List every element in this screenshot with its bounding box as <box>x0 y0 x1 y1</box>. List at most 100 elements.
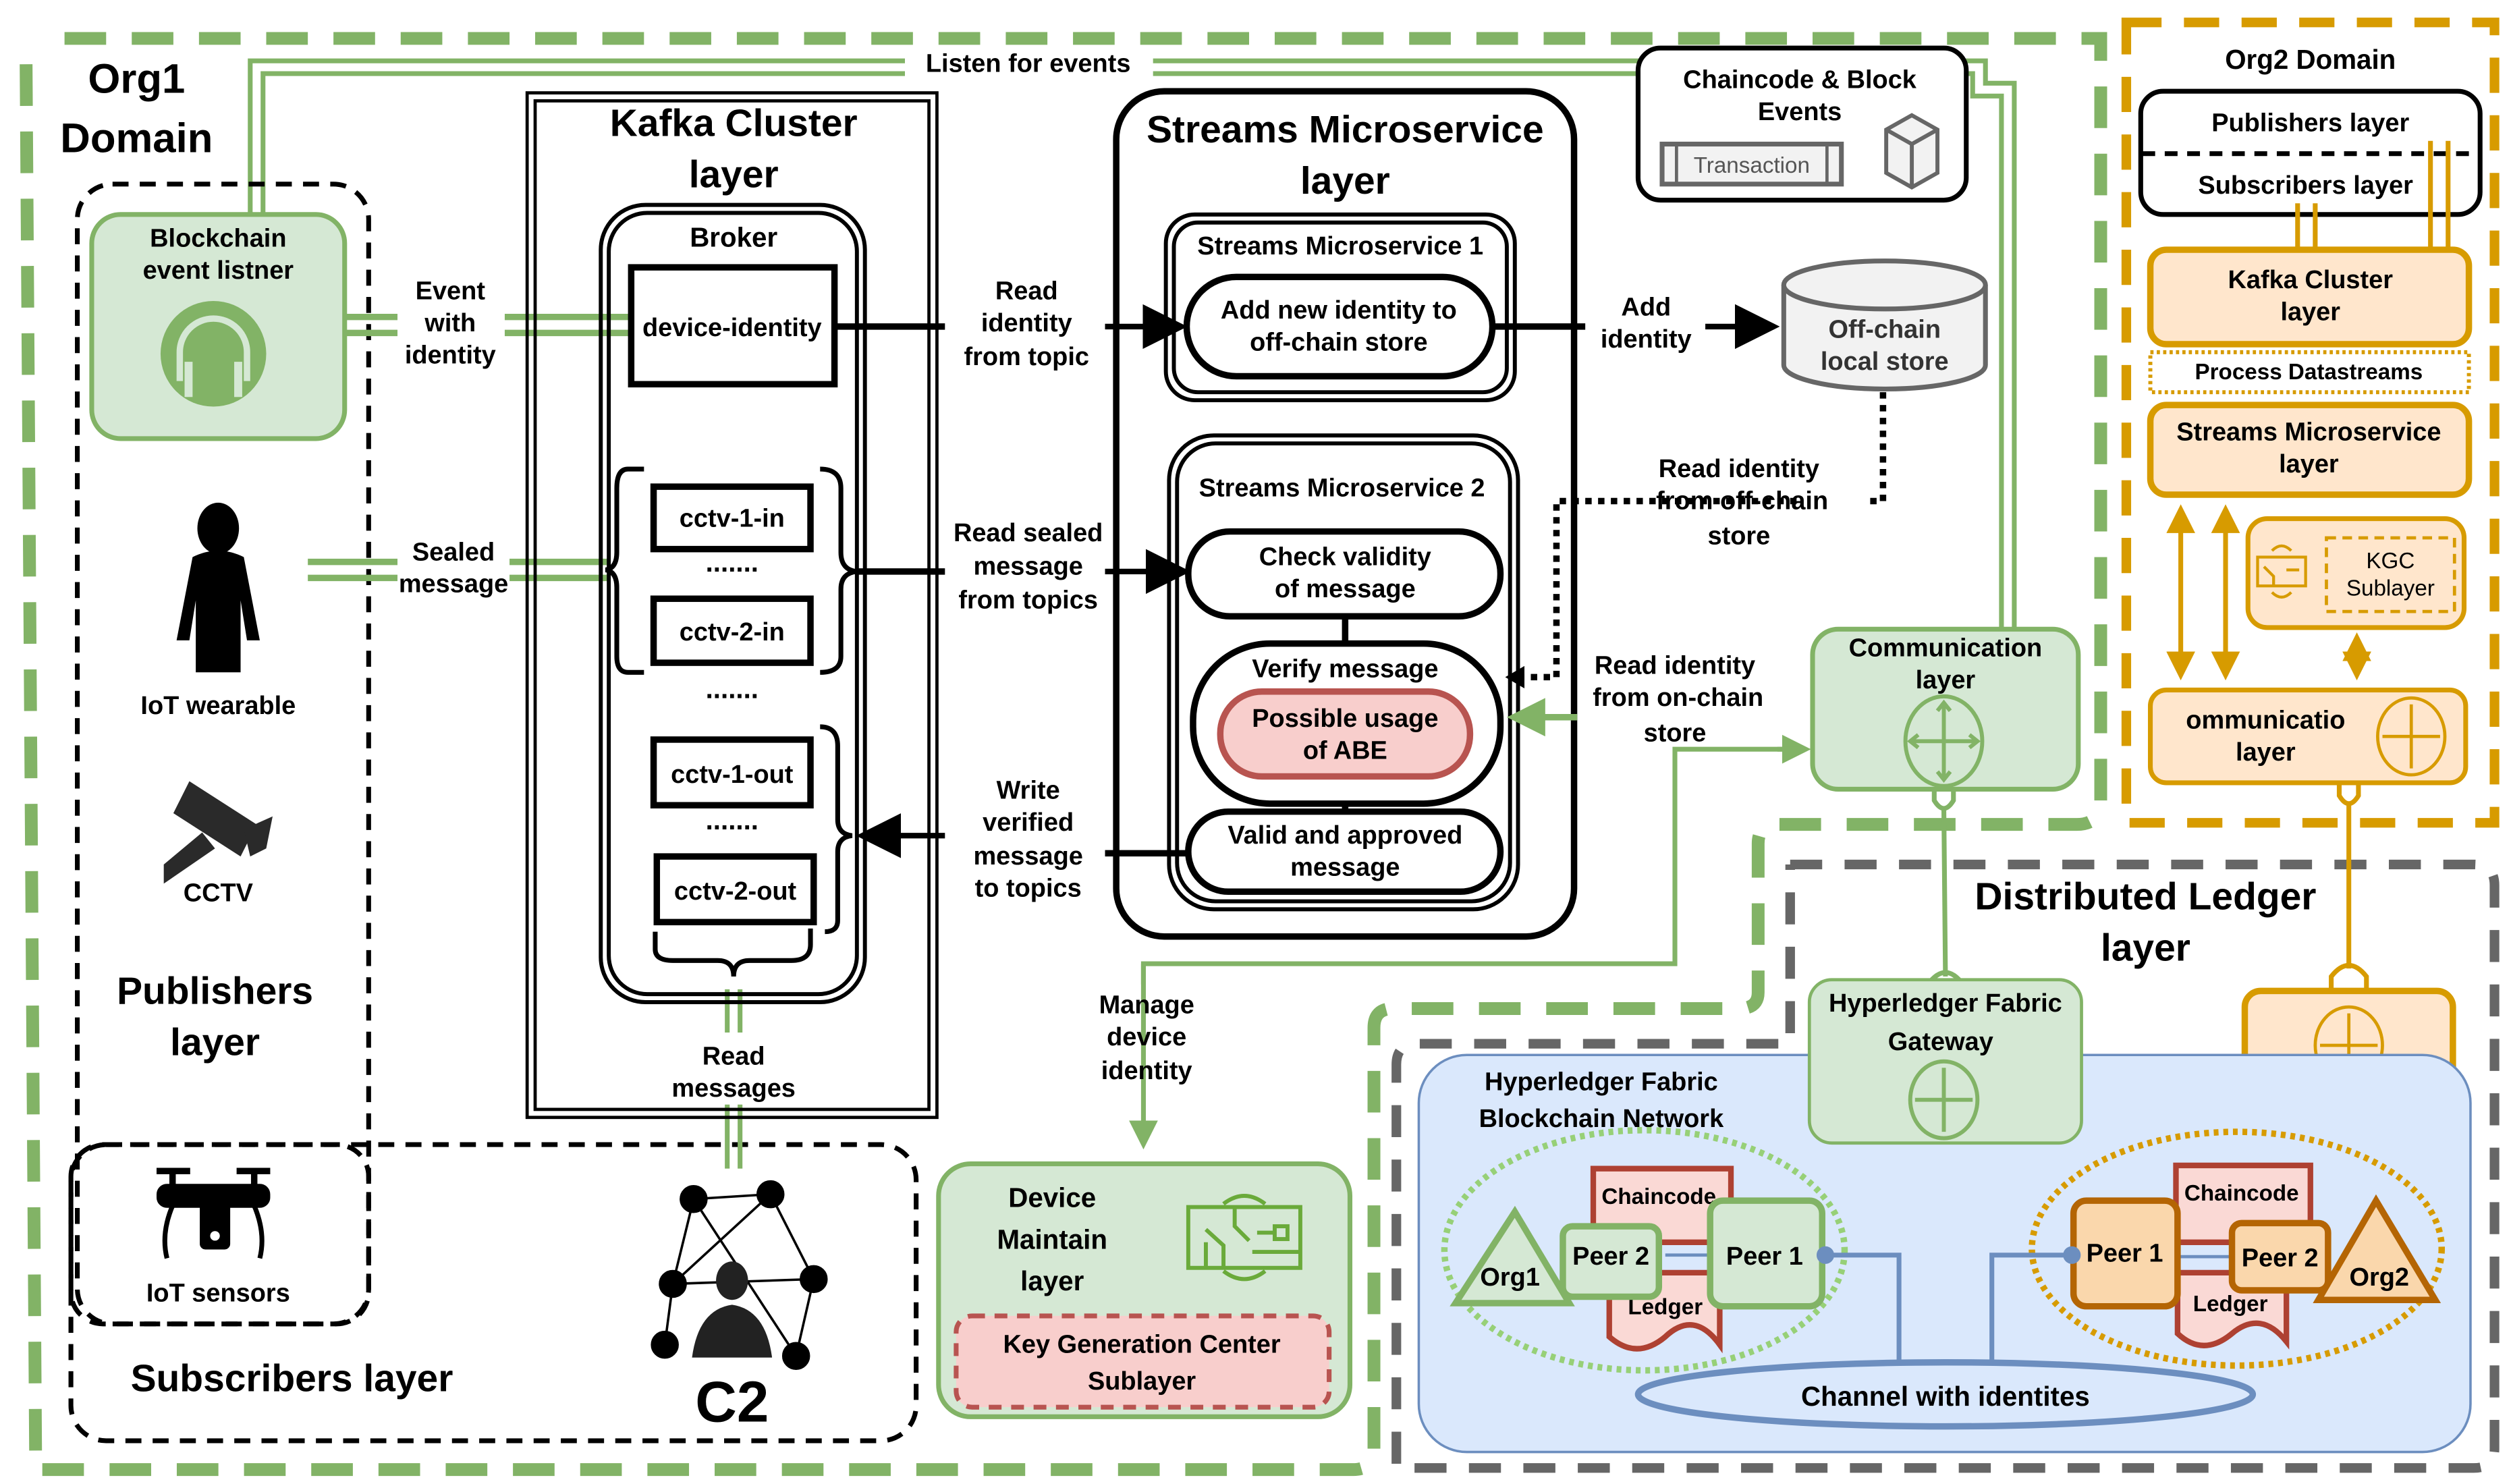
org2-kgc-title-2: Sublayer <box>2346 576 2435 601</box>
channel-with-identities[interactable]: Channel with identites <box>1634 1358 2257 1430</box>
channel-label: Channel with identites <box>1801 1381 2090 1412</box>
kgc-sublayer[interactable] <box>954 1313 1332 1410</box>
org2-to-ledger-connector <box>2329 782 2369 991</box>
topic-label: cctv-1-out <box>671 761 794 789</box>
topic-device-identity[interactable]: device-identity <box>628 264 838 388</box>
gateway-title-2: Gateway <box>1888 1028 1993 1056</box>
person-icon <box>176 502 260 673</box>
peer-label: Peer 1 <box>2087 1239 2163 1267</box>
org2-peer1[interactable]: Peer 1 <box>2070 1197 2181 1310</box>
org2-streams[interactable]: Streams Microservice layer <box>2147 402 2473 498</box>
org2-streams-title-2: layer <box>2279 450 2339 478</box>
org2-kgc[interactable]: KGC Sublayer <box>2245 516 2467 630</box>
org2-publishers: Publishers layer <box>2211 109 2409 138</box>
org1-network-group <box>1441 1127 1848 1374</box>
topic-cctv-2-in[interactable]: cctv-2-in <box>650 595 814 666</box>
router-icon <box>1908 1059 1980 1141</box>
step-label: Check validity <box>1259 543 1431 571</box>
add-identity-step[interactable] <box>1183 273 1496 380</box>
streams-microservice-2: Streams Microservice 2 Check validity of… <box>1167 433 1520 912</box>
write-verified-label-4: to topics <box>975 874 1082 902</box>
add-identity-label-2: identity <box>1601 325 1692 354</box>
streams-title-2: layer <box>1300 159 1390 202</box>
org2-kafka[interactable]: Kafka Cluster layer <box>2147 246 2473 348</box>
topics-ellipsis: ....... <box>706 673 758 704</box>
onchain-connectors <box>1129 698 1811 1150</box>
read-topics-brace <box>653 928 813 977</box>
org1-label: Org1 <box>1480 1263 1540 1292</box>
chaincode-events-title: Chaincode & Block <box>1683 65 1917 94</box>
topic-cctv-1-in[interactable]: cctv-1-in <box>650 483 814 553</box>
org1-domain-title-2: Domain <box>60 115 213 161</box>
manage-device-label-3: identity <box>1101 1057 1192 1085</box>
read-offchain-label-2: from off-chain <box>1656 487 1828 515</box>
org2-triangle: Org2 <box>2313 1194 2441 1303</box>
event-identity-connector <box>344 313 632 337</box>
org2-communication[interactable]: ommunicatio layer <box>2147 687 2468 786</box>
blockchain-event-listener[interactable]: Blockchain event listner <box>89 212 348 441</box>
drone-icon <box>157 1167 271 1259</box>
read-sealed-label-3: from topics <box>958 586 1098 614</box>
read-sealed-label: Read sealed <box>954 519 1103 547</box>
org2-pub-sub-box: Publishers layer Subscribers layer <box>2138 88 2483 217</box>
c2-label: C2 <box>695 1370 769 1434</box>
org2-process-label: Process Datastreams <box>2195 360 2423 385</box>
chaincode-label: Chaincode <box>1601 1184 1716 1209</box>
router-icon <box>1903 694 1985 788</box>
read-onchain-label-2: from on-chain <box>1593 684 1763 712</box>
org2-kafka-title-2: layer <box>2280 298 2340 326</box>
headphones-icon <box>160 300 267 407</box>
read-messages-connector <box>725 989 743 1169</box>
distributed-ledger-title: Distributed Ledger <box>1975 875 2316 918</box>
in-topics-brace <box>605 466 644 675</box>
publishers-layer-title: Publishers <box>117 969 313 1012</box>
out-topics-brace <box>820 724 853 935</box>
transaction-icon <box>1659 141 1844 187</box>
read-messages-label: Read <box>702 1042 765 1070</box>
step-label: Verify message <box>1252 655 1438 683</box>
store-label-2: local store <box>1821 348 1949 376</box>
step-label-2: off-chain store <box>1250 329 1427 357</box>
offchain-local-store[interactable]: Off-chain local store <box>1781 258 1988 391</box>
peer-label: Peer 2 <box>2242 1244 2319 1272</box>
device-title: Device <box>1008 1182 1096 1213</box>
dotted-arrow-head <box>1505 665 1525 689</box>
write-verified-label: Write <box>997 777 1060 805</box>
chaincode-block-events[interactable]: Chaincode & Block Events Transaction <box>1635 45 1969 203</box>
event-with-identity-label-3: identity <box>405 341 496 369</box>
org2-vertical-arrows <box>2166 504 2371 681</box>
comm-title: Communication <box>1849 634 2043 663</box>
read-sealed-label-2: message <box>973 553 1082 581</box>
org2-peer2[interactable]: Peer 2 <box>2228 1219 2331 1294</box>
fabric-gateway[interactable]: Hyperledger Fabric Gateway <box>1807 978 2083 1145</box>
flow-arrows <box>834 304 1780 858</box>
ms2-title: Streams Microservice 2 <box>1199 474 1485 502</box>
read-offchain-dotted-arrow <box>1521 392 1887 681</box>
topics-ellipsis: ....... <box>706 547 758 578</box>
distributed-ledger-title-2: layer <box>2101 926 2190 969</box>
streams-microservice-layer: Streams Microservice layer <box>1113 88 1578 940</box>
org2-network-group <box>2029 1128 2446 1369</box>
kafka-cluster-layer: Kafka Cluster layer <box>525 91 939 1120</box>
communication-layer[interactable]: Communication layer <box>1810 626 2081 792</box>
read-messages-label-2: messages <box>671 1074 796 1103</box>
step-label: Add new identity to <box>1221 296 1457 325</box>
org2-pubsub-connectors <box>2295 140 2451 250</box>
org1-peer2[interactable]: Peer 2 <box>1560 1223 1663 1300</box>
org2-label: Org2 <box>2349 1263 2409 1292</box>
event-listener-label: Blockchain <box>150 224 286 252</box>
iot-sensors-label: IoT sensors <box>146 1280 290 1308</box>
org1-peer1[interactable]: Peer 1 <box>1707 1197 1825 1310</box>
chaincode-events-title-2: Events <box>1758 98 1842 126</box>
kafka-title: Kafka Cluster <box>610 102 858 145</box>
device-maintain-layer[interactable]: Device Maintain layer Key Generation Cen… <box>936 1161 1353 1419</box>
abe-step[interactable] <box>1217 688 1474 780</box>
read-identity-topic-label-2: identity <box>981 309 1072 337</box>
topic-cctv-2-out[interactable]: cctv-2-out <box>653 853 817 926</box>
topic-cctv-1-out[interactable]: cctv-1-out <box>650 736 814 808</box>
add-identity-label: Add <box>1621 293 1671 321</box>
step-label: Possible usage <box>1252 705 1438 733</box>
subscribers-layer-title: Subscribers layer <box>131 1356 453 1400</box>
read-identity-topic-label: Read <box>995 277 1058 306</box>
